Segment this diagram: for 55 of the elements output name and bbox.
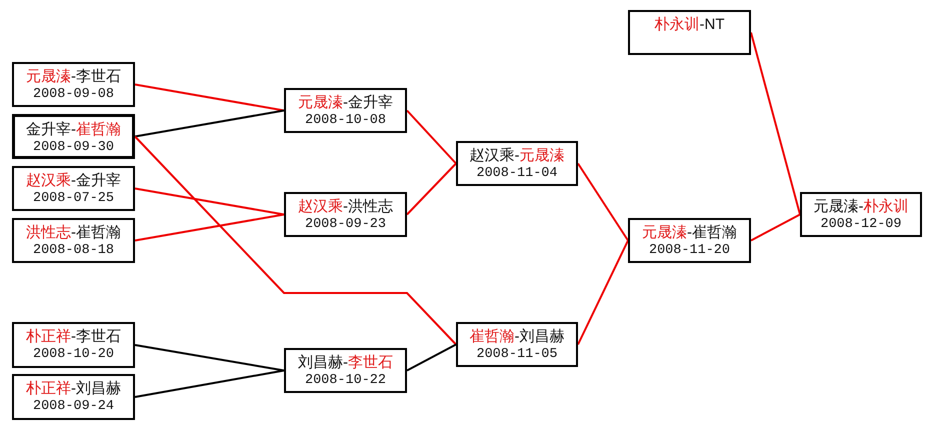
date-text: 2008-12-09 — [820, 216, 902, 234]
bracket-line — [577, 162, 629, 242]
pairing-text: 元晟溱-金升宰 — [298, 94, 393, 112]
match-box — [12, 374, 135, 420]
date-text: 2008-11-04 — [476, 165, 558, 183]
pairing-text: 朴正祥-刘昌赫 — [26, 380, 121, 398]
date-text: 2008-08-18 — [32, 242, 114, 260]
pairing-text: 赵汉乘-洪性志 — [298, 198, 393, 216]
match-box — [12, 114, 135, 159]
bracket-line — [406, 162, 457, 216]
bracket-line — [134, 84, 284, 112]
bracket-line — [134, 136, 457, 346]
pairing-text: 刘昌赫-李世石 — [298, 354, 393, 372]
date-text: 2008-10-22 — [304, 372, 386, 390]
pairing-text: 朴永训-NT — [654, 16, 724, 34]
date-text: 2008-09-30 — [32, 139, 114, 157]
match-box — [628, 10, 751, 55]
bracket-line — [134, 370, 284, 398]
match-box — [800, 192, 922, 237]
bracket-line — [134, 344, 284, 372]
pairing-text: 崔哲瀚-刘昌赫 — [470, 328, 564, 346]
pairing-text: 朴正祥-李世石 — [26, 328, 121, 346]
match-box — [12, 166, 135, 211]
date-text: 2008-07-25 — [32, 190, 114, 208]
bracket-line — [750, 214, 800, 242]
match-box — [456, 141, 578, 186]
pairing-text: 金升宰-崔哲瀚 — [26, 121, 121, 139]
date-text: 2008-10-08 — [304, 112, 386, 130]
pairing-text: 元晟溱-李世石 — [26, 68, 121, 86]
date-text: 2008-09-08 — [32, 86, 114, 104]
pairing-text: 赵汉乘-金升宰 — [26, 172, 121, 190]
match-box — [628, 218, 751, 263]
pairing-text: 元晟溱-朴永训 — [814, 198, 908, 216]
date-text: 2008-11-05 — [476, 346, 558, 364]
pairing-text: 赵汉乘-元晟溱 — [470, 147, 564, 165]
match-box — [12, 62, 135, 107]
bracket-line — [406, 344, 456, 372]
bracket-line — [750, 32, 801, 215]
bracket-line — [134, 110, 284, 138]
pairing-text: 洪性志-崔哲瀚 — [26, 224, 121, 242]
pairing-text: 元晟溱-崔哲瀚 — [642, 224, 737, 242]
match-box — [456, 322, 578, 367]
match-box — [12, 218, 135, 263]
match-box — [284, 192, 407, 237]
date-text: 2008-09-24 — [32, 398, 114, 416]
bracket-line — [577, 240, 629, 345]
match-box — [284, 348, 407, 393]
date-text: 2008-10-20 — [32, 346, 114, 364]
bracket-line — [134, 188, 284, 216]
date-text: 2008-11-20 — [648, 242, 730, 260]
bracket-line — [406, 110, 457, 164]
match-box — [284, 88, 407, 133]
date-text: 2008-09-23 — [304, 216, 386, 234]
bracket-line — [134, 214, 284, 242]
match-box — [12, 322, 135, 368]
